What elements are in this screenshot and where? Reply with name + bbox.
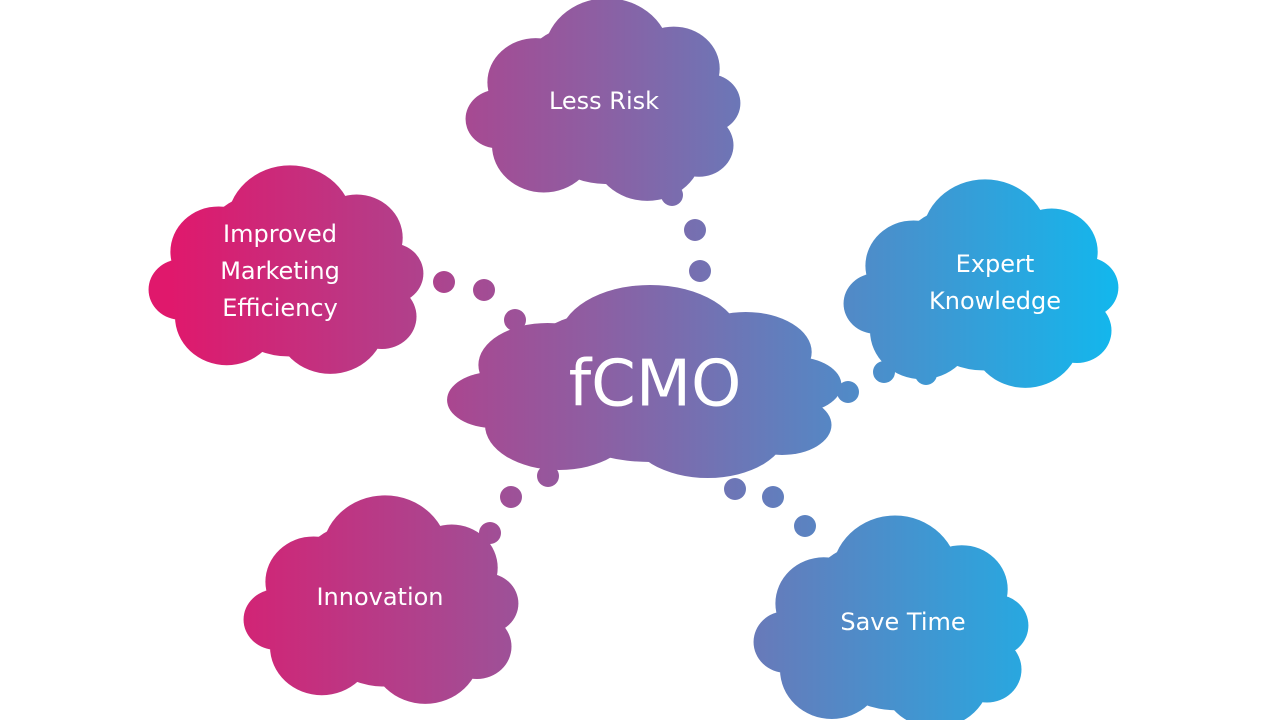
expert-label-line2: Knowledge — [929, 287, 1061, 315]
connector-dot — [504, 309, 526, 331]
connector-dot — [500, 486, 522, 508]
expert-label-line1: Expert — [956, 250, 1035, 278]
connector-dot — [837, 381, 859, 403]
connector-dot — [537, 465, 559, 487]
cloud-less-risk — [465, 0, 741, 201]
save-time-label: Save Time — [840, 608, 965, 636]
innovation-label: Innovation — [316, 583, 443, 611]
cloud-expert-knowledge — [843, 179, 1119, 388]
connector-dot — [433, 271, 455, 293]
fcmo-center-label: fCMO — [569, 348, 742, 422]
cloud-improved-marketing-efficiency — [148, 165, 424, 374]
improved-label-line2: Marketing — [220, 257, 340, 285]
connector-dot — [684, 219, 706, 241]
cloud-save-time — [753, 515, 1029, 720]
connector-dot — [473, 279, 495, 301]
less-risk-label: Less Risk — [549, 87, 659, 115]
connector-dot — [794, 515, 816, 537]
cloud-innovation — [243, 495, 519, 704]
improved-label-line1: Improved — [223, 220, 337, 248]
improved-label-line3: Efficiency — [222, 294, 338, 322]
connector-dot — [762, 486, 784, 508]
cloud-fcmo — [447, 285, 842, 478]
connector-dot — [689, 260, 711, 282]
connector-dot — [724, 478, 746, 500]
